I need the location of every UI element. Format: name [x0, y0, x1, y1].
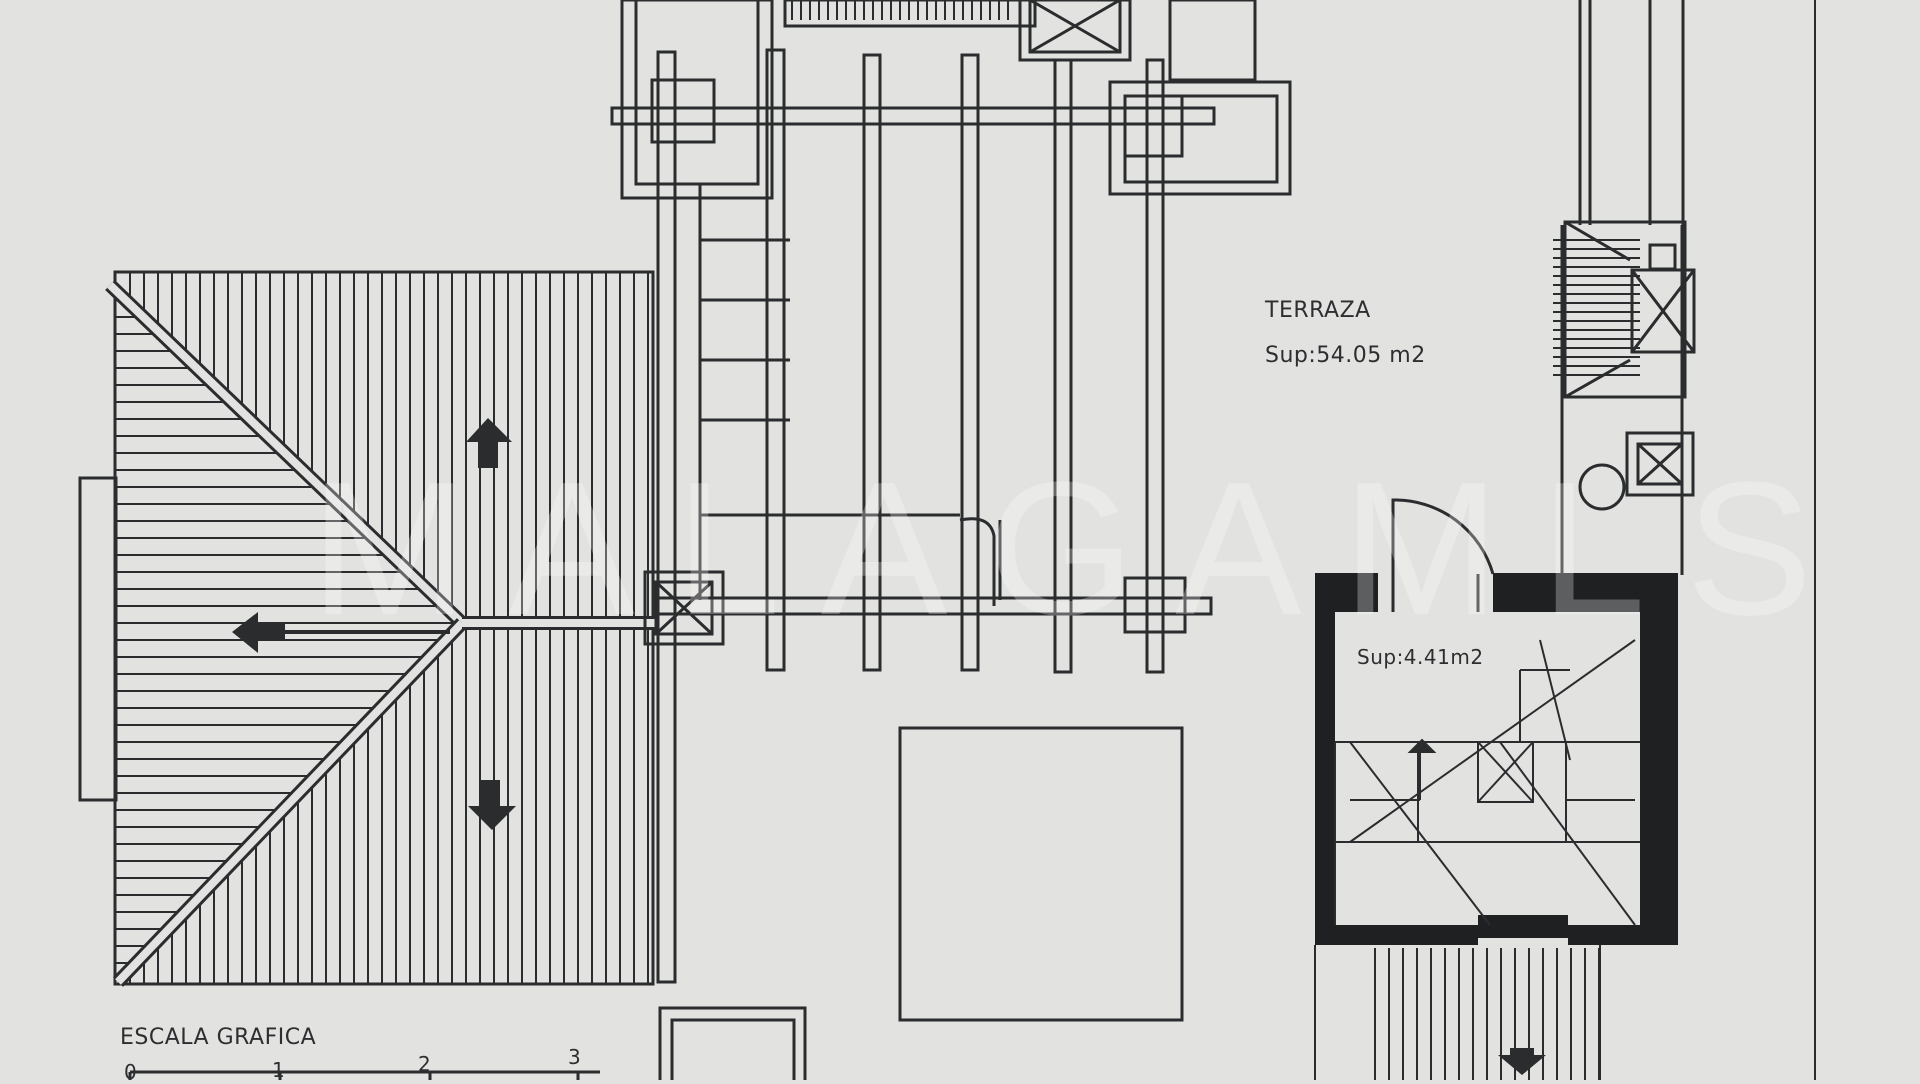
stair-core — [1315, 498, 1678, 945]
roof-eave-left — [78, 476, 118, 802]
pergola-beams — [610, 0, 1292, 1080]
stair-area-label: Sup:4.41m2 — [1357, 645, 1484, 669]
scale-tick-1: 1 — [272, 1058, 286, 1082]
drain-circle-icon — [1578, 463, 1626, 511]
slope-arrow-down-icon — [468, 780, 516, 830]
bottom-grille — [1314, 945, 1601, 1080]
watermark: MALAGAMLS — [310, 443, 1853, 655]
pitched-roof — [78, 270, 655, 987]
slope-arrow-up-icon — [466, 418, 512, 468]
scale-tick-2: 2 — [418, 1052, 432, 1076]
top-grille — [791, 0, 1009, 20]
column-x-center-icon — [643, 570, 725, 646]
terrace-area-label: Sup:54.05 m2 — [1265, 343, 1426, 368]
scale-tick-0: 0 — [124, 1060, 138, 1084]
slope-arrow-left-icon — [232, 612, 450, 653]
scale-title: ESCALA GRAFICA — [120, 1025, 317, 1050]
slope-arrow-down-bottom-icon — [1498, 1048, 1546, 1075]
scale-bar — [128, 1070, 600, 1080]
vent-right-upper-icon — [1630, 243, 1696, 354]
right-stair-treads — [1553, 239, 1640, 376]
vent-top-icon — [1018, 0, 1132, 62]
scale-tick-3: 3 — [568, 1045, 582, 1069]
vent-right-lower-icon — [1625, 431, 1695, 497]
terrace-label: TERRAZA — [1265, 298, 1371, 323]
